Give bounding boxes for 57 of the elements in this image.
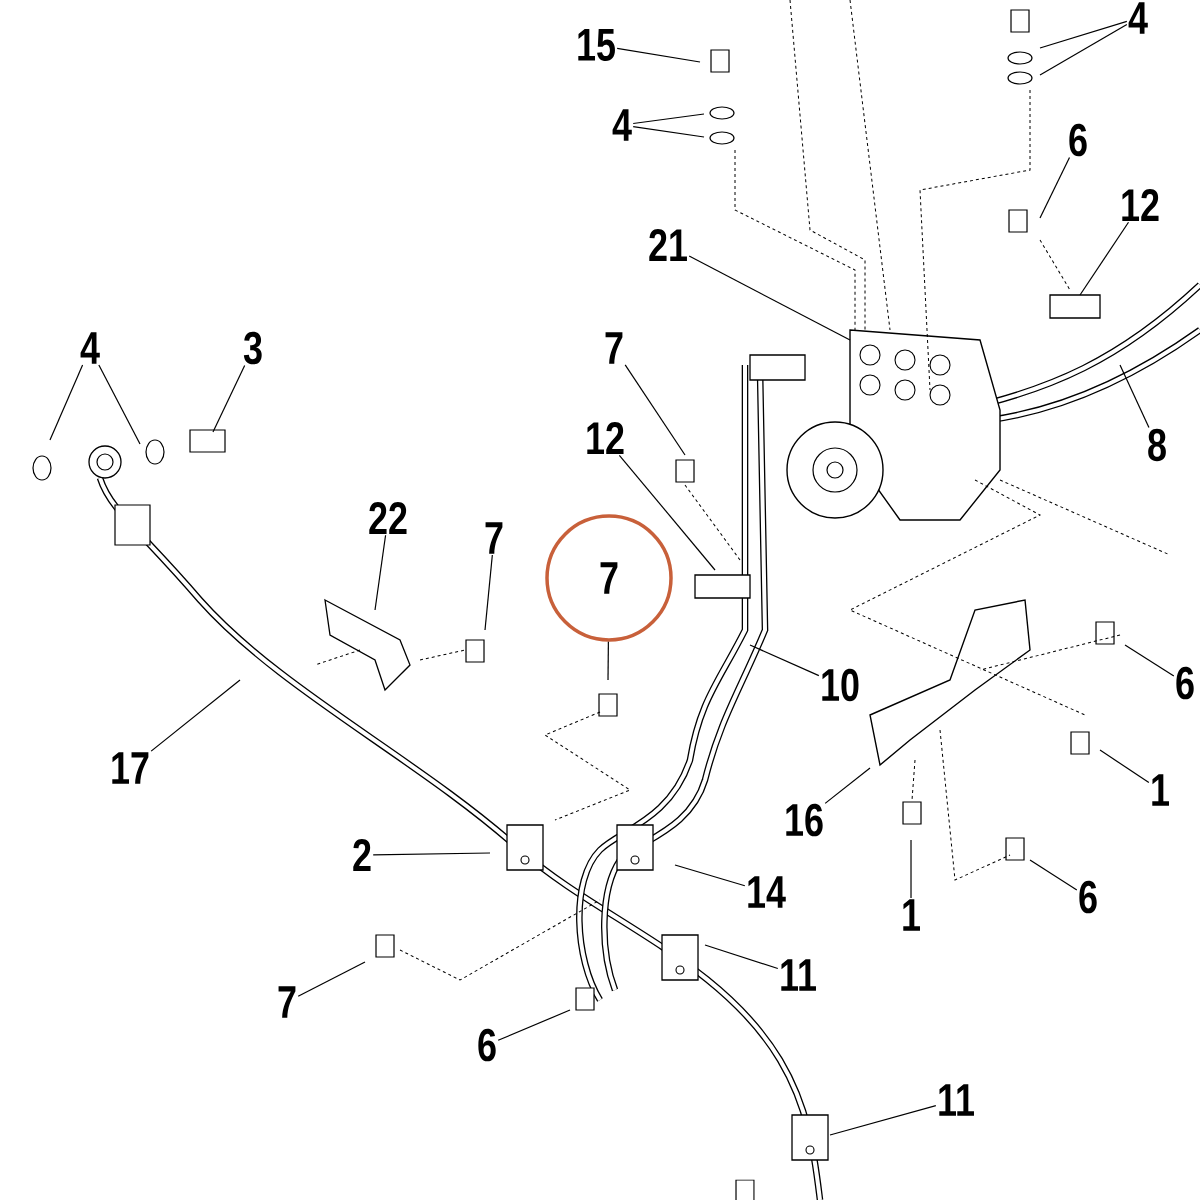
leader-line	[49, 364, 84, 441]
leader-line	[212, 364, 246, 433]
leader-line	[674, 864, 746, 887]
callout-number: 6	[1069, 123, 1087, 157]
leader-line	[372, 852, 491, 856]
callout-number: 6	[1176, 666, 1194, 700]
callout-number: 4	[80, 332, 100, 364]
callout-number: 10	[822, 668, 859, 702]
leader-line	[910, 839, 912, 899]
callout-number: 22	[369, 501, 407, 535]
callout-number: 7	[278, 986, 296, 1018]
callout-number: 12	[1122, 188, 1159, 222]
circled-callout-number: 7	[545, 514, 673, 642]
leader-line	[497, 1009, 571, 1041]
leader-line	[632, 126, 705, 138]
callout-number: 6	[478, 1028, 496, 1062]
callout-number: 14	[748, 876, 786, 908]
callout-number: 1	[1152, 774, 1169, 806]
callout-number: 7	[605, 332, 623, 364]
leader-line	[632, 113, 705, 125]
leader-line	[1039, 156, 1071, 219]
callout-number: 2	[353, 838, 371, 872]
callout-number: 8	[1148, 428, 1166, 462]
callout-number: 6	[1079, 880, 1097, 914]
callout-number: 11	[939, 1084, 974, 1116]
callout-number: 15	[578, 28, 615, 62]
leader-line	[607, 641, 609, 681]
callout-number: 4	[612, 109, 632, 141]
callout-number: 11	[781, 959, 816, 991]
leader-line	[829, 1105, 937, 1136]
leader-line	[1124, 644, 1175, 677]
leader-line	[618, 454, 716, 571]
callout-number: 17	[112, 752, 149, 784]
leader-line	[688, 255, 851, 341]
callout-number: 21	[649, 228, 687, 262]
leader-line	[704, 944, 779, 970]
callout-number: 3	[243, 331, 262, 365]
leader-line	[1119, 364, 1150, 429]
callout-number: 7	[485, 522, 503, 554]
leader-line	[624, 364, 686, 456]
callout-number: 16	[786, 803, 823, 837]
callout-number: 4	[1128, 2, 1148, 34]
leader-line	[484, 554, 493, 631]
callout-number: 1	[903, 899, 920, 931]
leader-line	[1039, 20, 1128, 49]
leader-line	[1079, 221, 1130, 296]
leader-line	[98, 364, 141, 445]
leader-line	[1039, 23, 1128, 76]
leader-line	[1099, 749, 1150, 784]
leader-line	[749, 644, 820, 677]
leader-line	[1029, 859, 1078, 891]
leader-line	[297, 961, 366, 997]
leader-line	[616, 47, 701, 63]
leader-line	[374, 534, 387, 611]
callout-number: 12	[587, 421, 624, 455]
leader-line	[824, 767, 871, 804]
leader-line	[150, 679, 241, 752]
